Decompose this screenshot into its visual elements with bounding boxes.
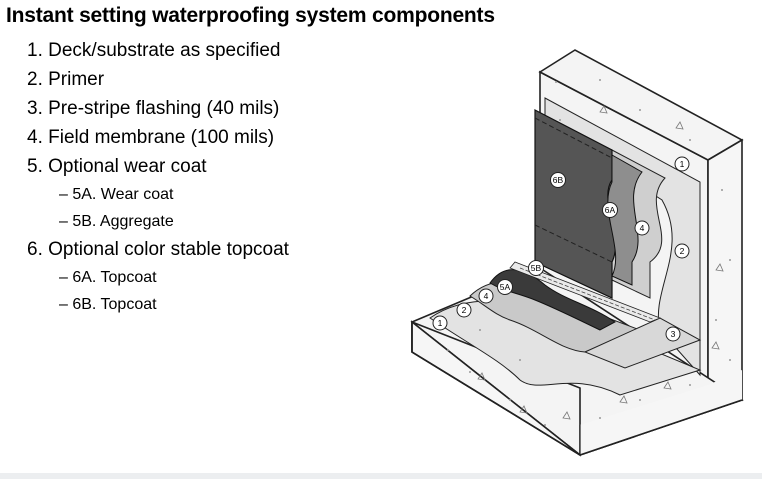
callout-2-floor: 2: [456, 302, 472, 318]
svg-text:1: 1: [680, 159, 685, 169]
svg-text:6B: 6B: [553, 175, 564, 185]
callout-2-wall: 2: [674, 243, 690, 259]
svg-text:2: 2: [680, 246, 685, 256]
callout-5b: 5B: [528, 260, 544, 276]
component-item: 2. Primer: [27, 69, 105, 90]
svg-text:4: 4: [640, 223, 645, 233]
bottom-strip: [0, 473, 762, 479]
wall-side-face: [707, 138, 743, 402]
component-item: 6. Optional color stable topcoat: [27, 239, 289, 260]
page-title: Instant setting waterproofing system com…: [6, 4, 495, 27]
svg-text:3: 3: [671, 329, 676, 339]
callout-5a: 5A: [497, 279, 513, 295]
component-subitem: – 5B. Aggregate: [59, 213, 174, 230]
component-item: 5. Optional wear coat: [27, 156, 207, 177]
callout-4-wall: 4: [634, 220, 650, 236]
callout-3: 3: [665, 326, 681, 342]
component-subitem: – 5A. Wear coat: [59, 186, 174, 203]
callout-6a: 6A: [602, 202, 618, 218]
aggregate-layer: [509, 261, 662, 323]
svg-text:5B: 5B: [531, 263, 542, 273]
callout-6b: 6B: [550, 172, 566, 188]
callout-1-floor: 1: [432, 315, 448, 331]
callout-4-floor: 4: [478, 288, 494, 304]
component-subitem: – 6B. Topcoat: [59, 296, 157, 313]
svg-text:4: 4: [484, 291, 489, 301]
svg-text:1: 1: [438, 318, 443, 328]
component-subitem: – 6A. Topcoat: [59, 269, 157, 286]
svg-text:2: 2: [462, 305, 467, 315]
component-item: 4. Field membrane (100 mils): [27, 127, 275, 148]
component-item: 1. Deck/substrate as specified: [27, 40, 281, 61]
concrete-aggregate-marks: [477, 105, 724, 420]
svg-text:5A: 5A: [500, 282, 511, 292]
callout-1-wall: 1: [674, 156, 690, 172]
slab-right-face: [580, 370, 742, 455]
concrete-texture: [447, 79, 731, 426]
components-list: 1. Deck/substrate as specified 2. Primer…: [27, 36, 289, 318]
svg-text:6A: 6A: [605, 205, 616, 215]
component-item: 3. Pre-stripe flashing (40 mils): [27, 98, 280, 119]
